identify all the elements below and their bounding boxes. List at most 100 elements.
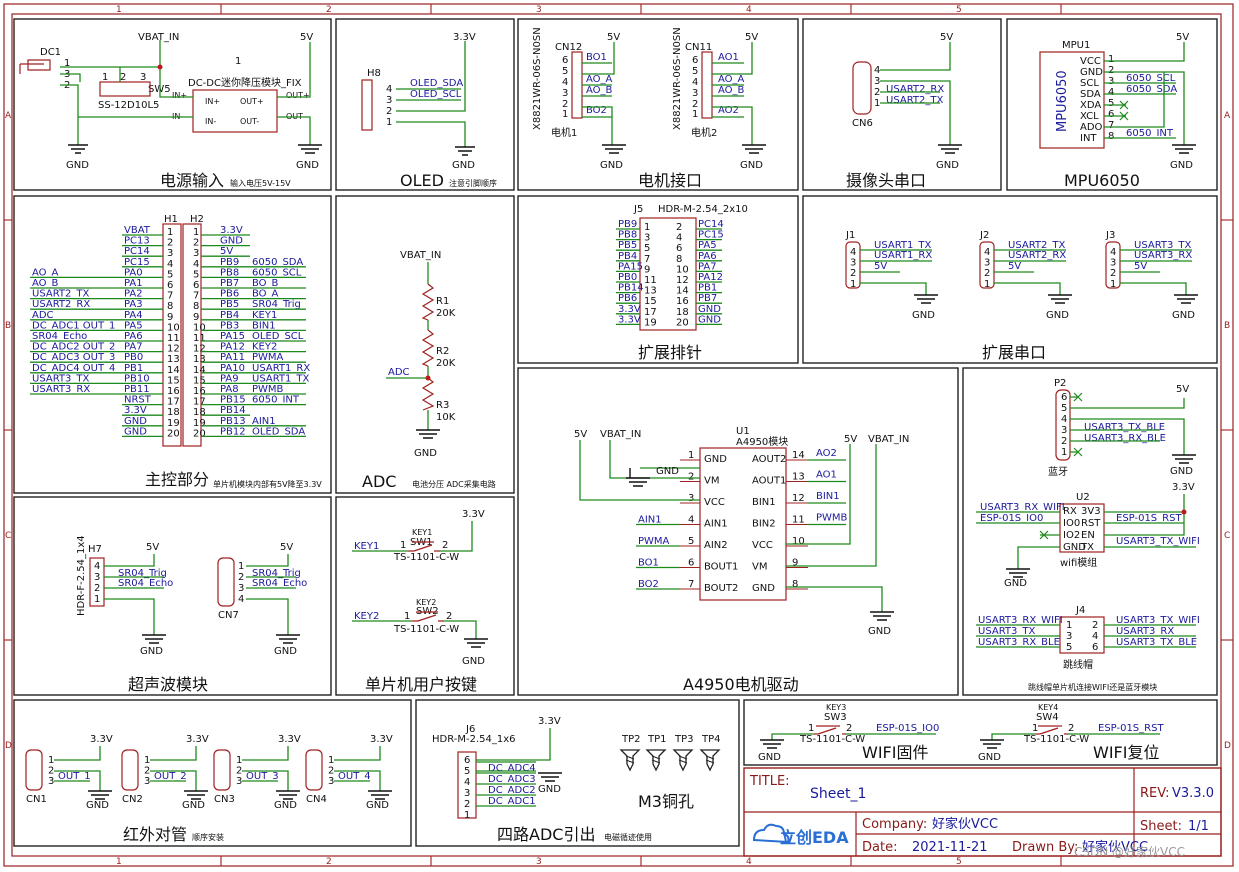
sw4-pin2: 2 [1068, 723, 1074, 734]
h1-far-net: AO_A [32, 267, 59, 278]
j6-adc1: DC_ADC1 [488, 796, 536, 807]
sw3-gnd: GND [758, 752, 781, 763]
svg-text:4: 4 [1061, 414, 1067, 425]
h1-pin-num: 16 [167, 386, 180, 397]
power-5v-label: 5V [300, 32, 313, 43]
jumper-section: J4 1 3 5 2 4 6 USART3_RX_WIFI USART3_TX … [976, 605, 1200, 654]
svg-text:3: 3 [1061, 425, 1067, 436]
u1-right-pin: VCC [752, 540, 773, 551]
ir-ref: CN1 [26, 794, 47, 805]
m1-name: 电机1 [551, 126, 577, 139]
h2-far-net: BIN1 [252, 320, 276, 331]
key1-ref: KEY1 [412, 528, 432, 537]
svg-text:4: 4 [1092, 631, 1098, 642]
m2-part: X8821WR-06S-N0SN [672, 27, 683, 130]
svg-text:INT: INT [1080, 133, 1097, 144]
svg-text:IO0: IO0 [1063, 518, 1080, 529]
adc-section: VBAT_IN R1 20K R2 20K R3 10K ADC GND [386, 250, 456, 459]
u1-ref: U1 [736, 426, 750, 437]
uart-v: 5V [1008, 261, 1021, 272]
m2-net-ao2: AO2 [718, 105, 739, 116]
title-value: Sheet_1 [810, 786, 866, 802]
ultrasonic-title: 超声波模块 [128, 675, 208, 694]
tp-ref: TP4 [701, 734, 721, 745]
power-junction [157, 64, 163, 70]
power-gnd1-label: GND [66, 160, 89, 171]
ir-pin-num: 2 [48, 766, 54, 777]
r3-resistor [421, 377, 435, 411]
ruler-row-d-right: D [1224, 741, 1231, 751]
j5-left-net: 3.3V [618, 304, 641, 315]
sw3-net: ESP-01S_IO0 [876, 723, 939, 734]
ruler-row-a-right: A [1224, 111, 1231, 121]
screw-icon [699, 749, 721, 772]
ruler-row-b: B [5, 321, 11, 331]
h2-far-net: AIN1 [252, 416, 276, 427]
uart-gnd-symbol [1174, 294, 1198, 304]
h1-ref: H1 [164, 214, 178, 225]
h2-far-net: OLED_SDA [252, 426, 305, 437]
sheet-value: 1/1 [1188, 819, 1209, 834]
oled-subtitle: 注意引脚顺序 [449, 178, 497, 188]
svg-text:GND: GND [1080, 67, 1103, 78]
j4-wires [976, 624, 1196, 648]
u1-left-pin: VCC [704, 497, 725, 508]
u1-right-pin: BIN2 [752, 519, 776, 530]
uart-connector [1105, 241, 1121, 289]
mpu-scl-net: 6050_SCL [1126, 73, 1176, 84]
j6-ref: J6 [465, 724, 475, 735]
power-section: VBAT_IN 5V DC1 SW5 SS-12D10L5 1 DC-DC迷你降… [19, 32, 322, 171]
rev-label: REV: [1140, 786, 1169, 801]
h1-pin-num: 3 [167, 248, 173, 259]
sw4-pin1: 1 [1032, 723, 1038, 734]
h2-pin-num: 8 [193, 301, 199, 312]
h1-pin-num: 20 [167, 428, 180, 439]
sheet-inner-frame [11, 13, 1222, 857]
svg-text:RX: RX [1063, 506, 1077, 517]
u1-right-num: 14 [792, 450, 805, 461]
switch-part: SS-12D10L5 [98, 100, 159, 111]
j6-adc2: DC_ADC2 [488, 785, 536, 796]
power-title: 电源输入 [160, 171, 224, 190]
h2-far-net: 6050_SDA [252, 257, 303, 268]
j5-left-net: PA15 [618, 261, 643, 272]
ir-3v3: 3.3V [186, 734, 209, 745]
j5-left-num: 17 [644, 307, 657, 318]
bluetooth-title: 蓝牙 [1048, 466, 1068, 478]
motor-section: X8821WR-06S-N0SN CN12 6 5 4 3 2 1 BO1 AO… [532, 27, 766, 171]
ruler-row-d: D [5, 741, 12, 751]
camera-wires [880, 42, 951, 145]
dcdc-inp: IN+ [205, 97, 220, 106]
svg-text:4: 4 [464, 777, 470, 788]
uart-pin-num: 1 [984, 279, 990, 290]
driver-gnd2-symbol [870, 611, 894, 621]
m2-pin3: 3 [692, 88, 698, 99]
h7-echo: SR04_Echo [118, 578, 173, 589]
oled-connector [361, 79, 373, 131]
sw4-gnd: GND [978, 752, 1001, 763]
svg-text:6: 6 [464, 755, 470, 766]
dcdc-num: 1 [235, 56, 241, 67]
u1-left-net: BO1 [638, 558, 659, 569]
h1-pin-label: PA0 [124, 267, 143, 278]
ir-wires [334, 746, 381, 791]
m1-part: X8821WR-06S-N0SN [532, 27, 543, 130]
h1-pin-label: PC15 [124, 257, 150, 268]
camera-pin2: 2 [874, 87, 880, 98]
adc4-section: J6 HDR-M-2.54_1x6 3.3V 6 5 4 3 2 1 DC_AD… [432, 716, 562, 821]
bt-gnd: GND [1170, 466, 1193, 477]
ir-pin-num: 3 [48, 776, 54, 787]
key2-gnd-symbol [464, 638, 488, 648]
ir-out-net: OUT_4 [338, 771, 371, 782]
h2-pin-label: GND [220, 236, 243, 247]
camera-rx: USART2_RX [886, 84, 944, 95]
dc1-pin1: 1 [64, 58, 70, 69]
ruler-row-c: C [5, 531, 11, 541]
adc-vbat: VBAT_IN [400, 250, 441, 261]
h1-far-net: USART2_RX [32, 299, 90, 310]
sw3-part: TS-1101-C-W [799, 734, 865, 745]
h1-pin-num: 2 [167, 238, 173, 249]
adc-net: ADC [388, 367, 410, 378]
uart-gnd: GND [1172, 310, 1195, 321]
